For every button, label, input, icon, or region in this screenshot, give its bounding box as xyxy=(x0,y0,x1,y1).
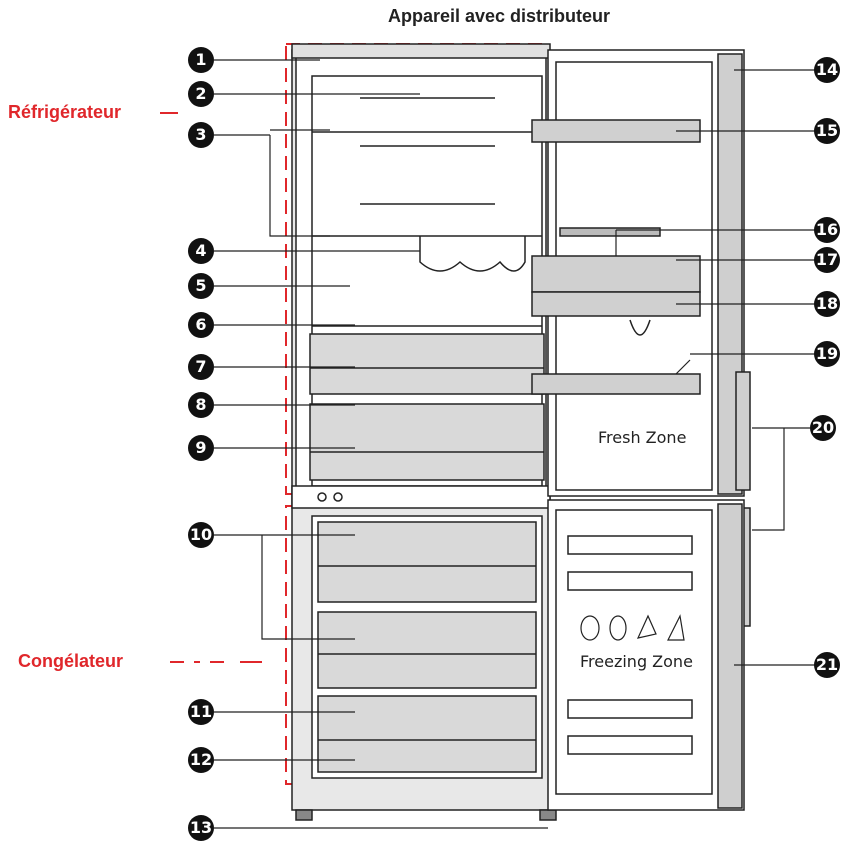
freezing-zone-label: Freezing Zone xyxy=(580,652,693,671)
freezer-door xyxy=(547,499,745,811)
callout-17: 17 xyxy=(814,247,840,273)
callout-2: 2 xyxy=(188,81,214,107)
leader-lines xyxy=(214,59,816,829)
fridge-section-label: Réfrigérateur xyxy=(8,102,122,122)
callout-11: 11 xyxy=(188,699,214,725)
callout-19: 19 xyxy=(814,341,840,367)
callout-13: 13 xyxy=(188,815,214,841)
fridge-body xyxy=(291,43,557,821)
freezer-section-label: Congélateur xyxy=(18,651,124,671)
callout-14: 14 xyxy=(814,57,840,83)
callout-21: 21 xyxy=(814,652,840,678)
diagram-title: Appareil avec distributeur xyxy=(387,6,611,26)
callout-18: 18 xyxy=(814,291,840,317)
callout-20: 20 xyxy=(810,415,836,441)
callout-15: 15 xyxy=(814,118,840,144)
callout-12: 12 xyxy=(188,747,214,773)
fresh-zone-label: Fresh Zone xyxy=(598,428,687,447)
callout-7: 7 xyxy=(188,354,214,380)
callout-3: 3 xyxy=(188,122,214,148)
callout-9: 9 xyxy=(188,435,214,461)
callout-4: 4 xyxy=(188,238,214,264)
callout-6: 6 xyxy=(188,312,214,338)
callout-8: 8 xyxy=(188,392,214,418)
fridge-door xyxy=(531,49,751,627)
callout-5: 5 xyxy=(188,273,214,299)
callout-16: 16 xyxy=(814,217,840,243)
callout-10: 10 xyxy=(188,522,214,548)
callout-1: 1 xyxy=(188,47,214,73)
